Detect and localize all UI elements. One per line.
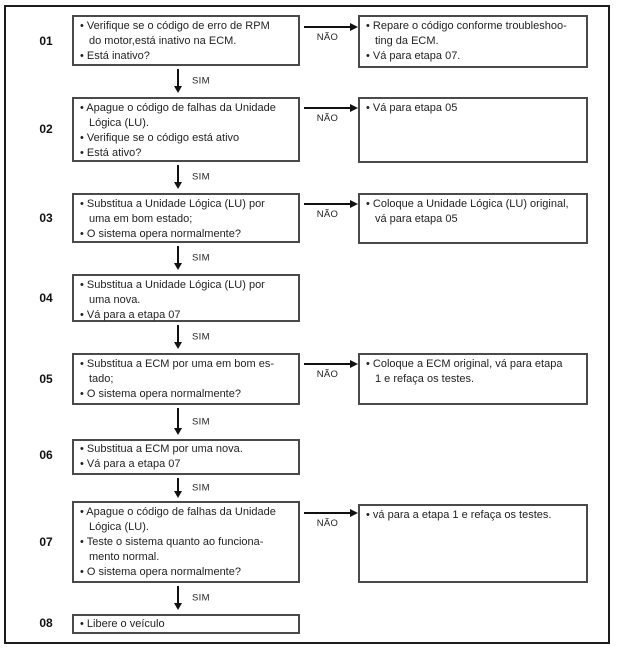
nao-arrow-03: NÃO	[304, 200, 358, 224]
step-number-07: 07	[39, 535, 53, 549]
nao-label: NÃO	[316, 209, 339, 220]
arrow-line	[177, 165, 179, 182]
bullet-item: • Substitua a ECM por uma nova.	[80, 443, 243, 455]
sim-arrow-07: SIM	[170, 586, 230, 610]
sim-label: SIM	[192, 75, 210, 87]
arrow-head-icon	[174, 182, 182, 189]
step-02-action-box: • Apague o código de falhas da Unidade L…	[72, 97, 300, 162]
step-number-06: 06	[39, 448, 53, 462]
bullet-item: • Teste o sistema quanto ao funciona- me…	[80, 536, 264, 563]
sim-arrow-06: SIM	[170, 478, 230, 498]
step-04-action-box: • Substitua a Unidade Lógica (LU) por um…	[72, 274, 300, 322]
bullet-item: • Vá para etapa 05	[366, 102, 458, 114]
bullet-item: • O sistema opera normalmente?	[80, 228, 241, 240]
arrow-line	[177, 246, 179, 263]
sim-arrow-01: SIM	[170, 69, 230, 93]
step-08-action-box: • Libere o veículo	[72, 614, 300, 634]
sim-arrow-02: SIM	[170, 165, 230, 189]
step-03-action-box: • Substitua a Unidade Lógica (LU) por um…	[72, 193, 300, 243]
arrow-head-icon	[350, 200, 358, 208]
arrow-line	[304, 203, 351, 205]
nao-arrow-05: NÃO	[304, 360, 358, 384]
sim-arrow-04: SIM	[170, 325, 230, 349]
sim-label: SIM	[192, 482, 210, 494]
nao-label: NÃO	[316, 113, 339, 124]
step-07-action-box: • Apague o código de falhas da Unidade L…	[72, 501, 300, 583]
bullet-item: • Vá para a etapa 07	[80, 458, 181, 470]
step-05-no-box: • Coloque a ECM original, vá para etapa …	[358, 353, 588, 405]
nao-arrow-02: NÃO	[304, 104, 358, 128]
step-number-01: 01	[39, 34, 53, 48]
nao-arrow-01: NÃO	[304, 23, 358, 47]
step-07-no-box: • vá para a etapa 1 e refaça os testes.	[358, 504, 588, 583]
bullet-item: • vá para a etapa 1 e refaça os testes.	[366, 509, 552, 521]
bullet-item: • Libere o veículo	[80, 618, 165, 630]
step-02-no-box: • Vá para etapa 05	[358, 97, 588, 163]
arrow-head-icon	[174, 263, 182, 270]
bullet-item: • Vá para a etapa 07	[80, 309, 181, 321]
arrow-head-icon	[350, 360, 358, 368]
bullet-item: • Apague o código de falhas da Unidade L…	[80, 506, 276, 533]
bullet-item: • Substitua a ECM por uma em bom es- tad…	[80, 358, 274, 385]
step-number-08: 08	[39, 616, 53, 630]
bullet-item: • Coloque a ECM original, vá para etapa …	[366, 358, 563, 385]
arrow-head-icon	[350, 104, 358, 112]
arrow-head-icon	[174, 342, 182, 349]
arrow-line	[177, 586, 179, 603]
bullet-item: • Coloque a Unidade Lógica (LU) original…	[366, 198, 569, 225]
sim-arrow-05: SIM	[170, 408, 230, 435]
sim-label: SIM	[192, 252, 210, 264]
bullet-item: • Apague o código de falhas da Unidade L…	[80, 102, 276, 129]
arrow-head-icon	[350, 509, 358, 517]
sim-label: SIM	[192, 592, 210, 604]
arrow-head-icon	[174, 428, 182, 435]
bullet-item: • Substitua a Unidade Lógica (LU) por um…	[80, 279, 265, 306]
bullet-item: • Está inativo?	[80, 50, 150, 62]
sim-label: SIM	[192, 416, 210, 427]
step-number-05: 05	[39, 372, 53, 386]
arrow-line	[177, 408, 179, 428]
arrow-head-icon	[350, 23, 358, 31]
bullet-item: • O sistema opera normalmente?	[80, 388, 241, 400]
arrow-line	[304, 107, 351, 109]
bullet-item: • Verifique se o código está ativo	[80, 132, 240, 144]
nao-arrow-07: NÃO	[304, 509, 358, 533]
arrow-head-icon	[174, 86, 182, 93]
bullet-item: • O sistema opera normalmente?	[80, 566, 241, 578]
bullet-item: • Repare o código conforme troubleshoo- …	[366, 20, 567, 47]
arrow-line	[304, 26, 351, 28]
nao-label: NÃO	[316, 32, 339, 43]
bullet-item: • Substitua a Unidade Lógica (LU) por um…	[80, 198, 265, 225]
step-number-04: 04	[39, 291, 53, 305]
arrow-head-icon	[174, 491, 182, 498]
step-number-02: 02	[39, 122, 53, 136]
step-03-no-box: • Coloque a Unidade Lógica (LU) original…	[358, 193, 588, 244]
arrow-line	[177, 325, 179, 342]
step-05-action-box: • Substitua a ECM por uma em bom es- tad…	[72, 353, 300, 405]
step-number-03: 03	[39, 211, 53, 225]
arrow-head-icon	[174, 603, 182, 610]
sim-arrow-03: SIM	[170, 246, 230, 270]
nao-label: NÃO	[316, 518, 339, 529]
nao-label: NÃO	[316, 369, 339, 380]
bullet-item: • Está ativo?	[80, 147, 142, 159]
bullet-item: • Vá para etapa 07.	[366, 50, 461, 62]
arrow-line	[304, 512, 351, 514]
arrow-line	[304, 363, 351, 365]
arrow-line	[177, 69, 179, 86]
step-06-action-box: • Substitua a ECM por uma nova. • Vá par…	[72, 439, 300, 475]
step-01-action-box: • Verifique se o código de erro de RPM d…	[72, 15, 300, 66]
sim-label: SIM	[192, 171, 210, 183]
step-01-no-box: • Repare o código conforme troubleshoo- …	[358, 15, 588, 68]
bullet-item: • Verifique se o código de erro de RPM d…	[80, 20, 270, 47]
arrow-line	[177, 478, 179, 491]
sim-label: SIM	[192, 331, 210, 343]
